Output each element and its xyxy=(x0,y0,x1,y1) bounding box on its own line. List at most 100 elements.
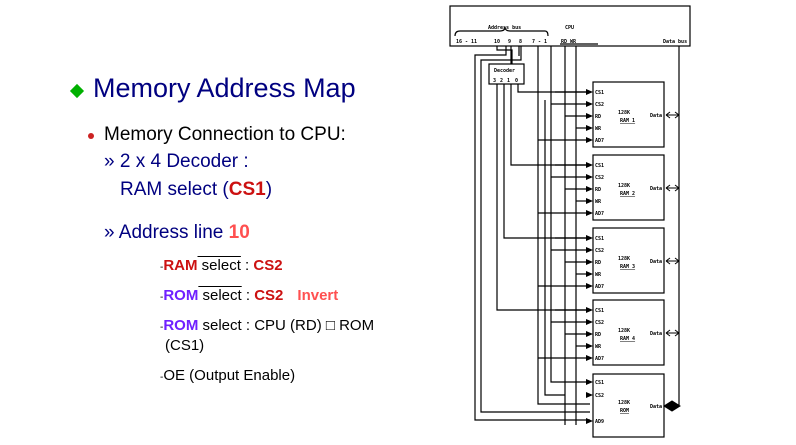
dash: - xyxy=(160,322,164,333)
chip-pin-label: CS2 xyxy=(595,393,604,399)
chip-name: RAM 3 xyxy=(620,264,635,270)
chip-pin-label: AD9 xyxy=(595,419,604,425)
addr-line-8: 8 xyxy=(519,39,522,45)
item-text: select xyxy=(197,257,241,274)
chip-size: 128K xyxy=(618,110,630,116)
chip-pin-label: RD xyxy=(595,187,601,193)
chip-pin-label: CS2 xyxy=(595,248,604,254)
chip-pin-label: WR xyxy=(595,272,602,278)
chip-box-4 xyxy=(592,299,665,366)
decoder-line: » 2 x 4 Decoder : xyxy=(104,151,249,172)
item-rom-select-cpu: -ROM select : CPU (RD) □ ROM xyxy=(160,317,374,334)
addr-line-16-11: 16 - 11 xyxy=(456,39,477,45)
chip-pin-label: CS2 xyxy=(595,175,604,181)
pin-arrow-icon xyxy=(586,418,593,424)
pin-arrow-icon xyxy=(586,392,593,398)
decoder-label: Decoder xyxy=(494,68,515,74)
decoder-out-1: 1 xyxy=(507,78,510,84)
cpu-label: CPU xyxy=(565,25,574,31)
data-bus-arrow-icon xyxy=(665,257,680,265)
chip-pin-label: AD7 xyxy=(595,138,604,144)
decoder-out-3: 3 xyxy=(493,78,496,84)
ram-select-cs: CS1 xyxy=(228,179,266,200)
item-extra: Invert xyxy=(297,287,339,304)
data-bus-arrow-icon xyxy=(663,400,681,412)
chip-data-label: Data xyxy=(650,404,662,410)
chip-size: 128K xyxy=(618,256,630,262)
data-bus-arrow-icon xyxy=(665,111,680,119)
address-line-prefix: » Address line xyxy=(104,222,229,243)
address-bus-label: Address bus xyxy=(488,25,521,31)
decoder-box xyxy=(488,63,525,85)
chip-data-label: Data xyxy=(650,186,662,192)
item-sep: : xyxy=(240,257,254,274)
addr-line-9: 9 xyxy=(508,39,511,45)
chip-pin-label: RD xyxy=(595,114,601,120)
ram-select-line: RAM select (CS1) xyxy=(120,179,272,201)
chip-pin-label: WR xyxy=(595,199,602,205)
item-strong: ROM xyxy=(163,287,199,304)
dash: - xyxy=(160,372,164,383)
ram-select-suffix: ) xyxy=(265,179,273,200)
chip-pin-label: CS1 xyxy=(595,380,604,386)
item-strong: RAM xyxy=(163,257,198,274)
chip-name: RAM 4 xyxy=(620,336,635,342)
decoder-out-0: 0 xyxy=(515,78,518,84)
chip-pin-label: RD xyxy=(595,260,601,266)
ram-select-prefix: RAM select ( xyxy=(120,179,229,200)
item-sep: : xyxy=(241,287,255,304)
chip-pin-label: CS1 xyxy=(595,90,604,96)
chip-pin-label: CS1 xyxy=(595,163,604,169)
bullet-memory-connection: Memory Connection to CPU: xyxy=(104,124,346,145)
decoder-out-2: 2 xyxy=(500,78,503,84)
dot-bullet-icon xyxy=(88,133,94,139)
chip-pin-label: WR xyxy=(595,126,602,132)
pin-arrow-icon xyxy=(586,379,593,385)
dash: - xyxy=(160,262,164,273)
data-bus-arrow-icon xyxy=(665,184,680,192)
chip-box-2 xyxy=(592,154,665,221)
chip-size: 128K xyxy=(618,183,630,189)
slide-title: Memory Address Map xyxy=(93,73,356,103)
chip-name: ROM xyxy=(620,408,629,414)
item-cs: CS2 xyxy=(254,287,284,304)
chip-data-label: Data xyxy=(650,331,662,337)
addr-line-10: 10 xyxy=(494,39,500,45)
chip-name: RAM 2 xyxy=(620,191,635,197)
chip-pin-label: CS2 xyxy=(595,320,604,326)
item-rom-select-invert: -ROM select : CS2 Invert xyxy=(160,287,338,304)
chip-data-label: Data xyxy=(650,259,662,265)
dash: - xyxy=(160,292,164,303)
chip-pin-label: AD7 xyxy=(595,284,604,290)
chip-pin-label: CS1 xyxy=(595,236,604,242)
chip-pin-label: WR xyxy=(595,344,602,350)
cpu-box xyxy=(449,5,691,47)
chip-pin-label: RD xyxy=(595,332,601,338)
item-output-enable: -OE (Output Enable) xyxy=(160,367,295,384)
data-bus-arrow-icon xyxy=(665,329,680,337)
addr-line-7-1: 7 - 1 xyxy=(532,39,547,45)
chip-box-1 xyxy=(592,81,665,148)
control-lines: RD WR xyxy=(561,39,577,45)
chip-size: 128K xyxy=(618,328,630,334)
item-text: select : CPU (RD) □ ROM xyxy=(198,317,375,334)
item-cs: CS2 xyxy=(253,257,283,274)
chip-box-3 xyxy=(592,227,665,294)
chip-pin-label: CS1 xyxy=(595,308,604,314)
item-text: select xyxy=(198,287,242,304)
chip-pin-label: CS2 xyxy=(595,102,604,108)
chip-size: 128K xyxy=(618,400,630,406)
chip-data-label: Data xyxy=(650,113,662,119)
chip-name: RAM 1 xyxy=(620,118,635,124)
address-bus-brace xyxy=(454,26,549,37)
item-ram-select: -RAM select : CS2 xyxy=(160,257,283,274)
chip-pin-label: AD7 xyxy=(595,356,604,362)
chip-pin-label: AD7 xyxy=(595,211,604,217)
data-bus-label: Data bus xyxy=(663,39,687,45)
item-strong: ROM xyxy=(163,317,199,334)
address-line-number: 10 xyxy=(228,222,250,243)
address-line: » Address line 10 xyxy=(104,222,250,244)
item-rom-select-cpu-line2: (CS1) xyxy=(165,337,205,354)
item-text: OE (Output Enable) xyxy=(163,367,296,384)
